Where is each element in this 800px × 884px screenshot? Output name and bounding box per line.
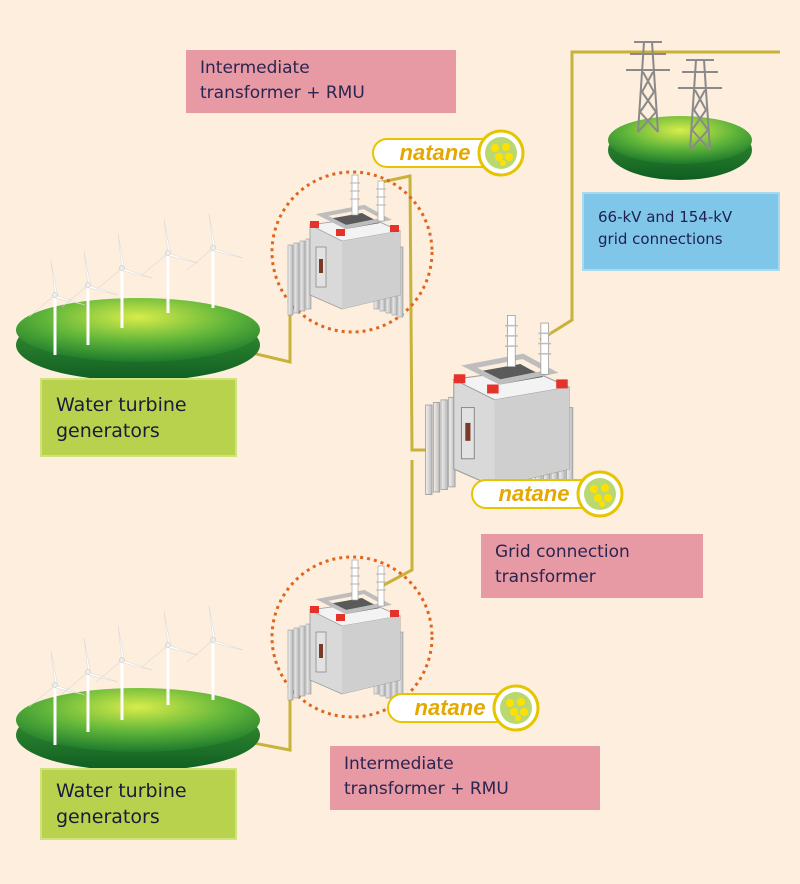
natane-logo-bottom: natane [386,684,540,732]
svg-text:natane: natane [400,140,471,165]
grid-connection-transformer [426,315,573,497]
label-water-turbine-bottom: Water turbine generators [40,768,237,840]
label-intermediate-transformer-bottom: Intermediate transformer + RMU [330,746,600,810]
wind-farm-top [16,212,260,381]
cable-lines [247,50,780,752]
label-grid-connections: 66-kV and 154-kV grid connections [582,192,780,271]
label-grid-connection-transformer: Grid connection transformer [481,534,703,598]
svg-text:natane: natane [415,695,486,720]
highlight-circles [270,170,434,719]
wind-farm-bottom [16,604,260,771]
intermediate-transformer-bottom [286,558,405,704]
svg-text:natane: natane [499,481,570,506]
label-water-turbine-top: Water turbine generators [40,378,237,457]
natane-logo-top: natane [371,129,525,177]
intermediate-transformer-top [286,173,405,319]
natane-logo-middle: natane [470,470,624,518]
grid-towers [608,41,752,180]
label-intermediate-transformer-top: Intermediate transformer + RMU [186,50,456,113]
